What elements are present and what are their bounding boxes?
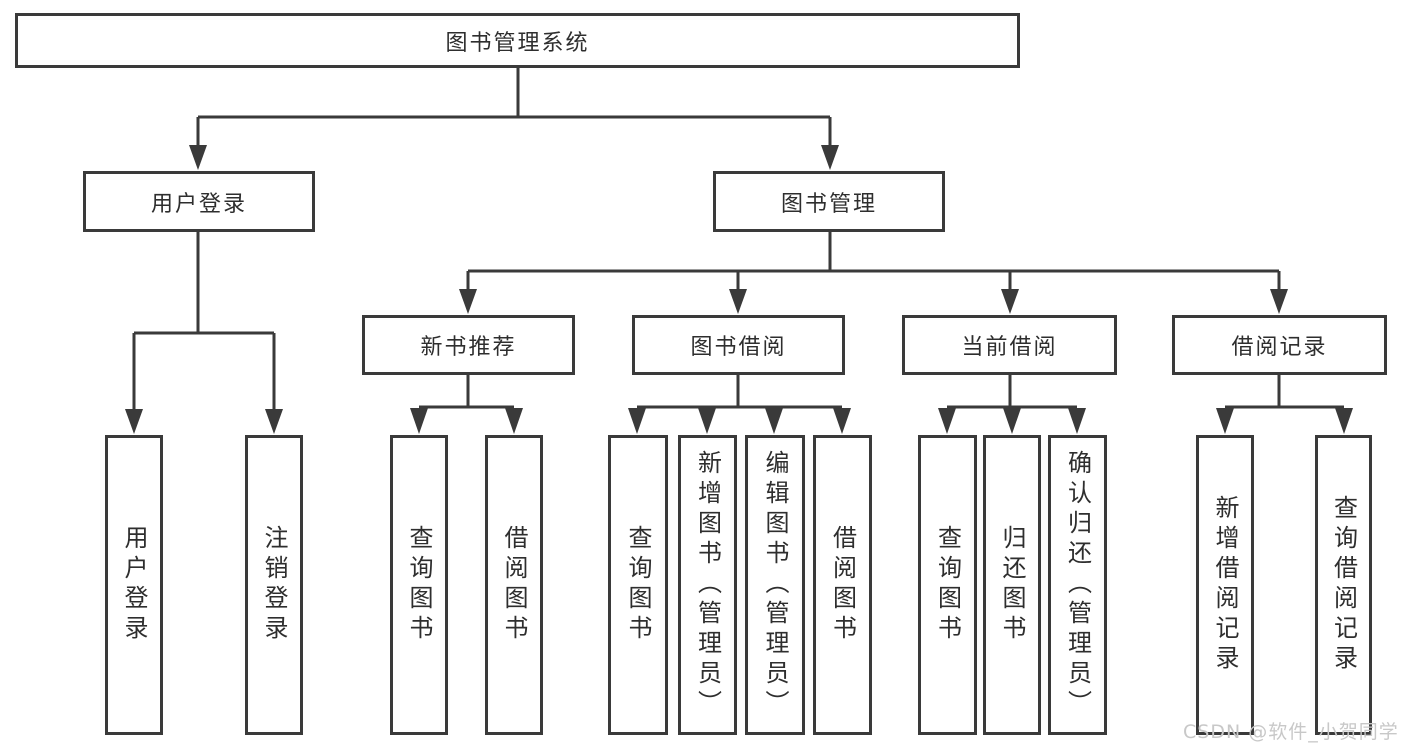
leaf-confirm-return-admin: 确认归还（管理员） xyxy=(1048,435,1107,735)
leaf-add-books-admin-label: 新增图书（管理员） xyxy=(693,450,722,720)
tree-connector-path xyxy=(132,68,1344,410)
arrow-down-icon xyxy=(938,408,956,434)
leaf-borrow-books: 借阅图书 xyxy=(813,435,872,735)
leaf-user-login: 用户登录 xyxy=(105,435,163,735)
arrow-down-icon xyxy=(1001,289,1019,314)
leaf-return-books: 归还图书 xyxy=(983,435,1041,735)
leaf-logout-label: 注销登录 xyxy=(260,525,288,645)
leaf-query-borrow-record: 查询借阅记录 xyxy=(1315,435,1372,735)
arrow-down-icon xyxy=(1216,408,1234,434)
arrow-down-icon xyxy=(1335,408,1353,434)
node-current-borrow-label: 当前借阅 xyxy=(961,335,1058,360)
node-library-system: 图书管理系统 xyxy=(15,13,1020,68)
node-new-book-recommend: 新书推荐 xyxy=(362,315,575,375)
node-borrow-records: 借阅记录 xyxy=(1172,315,1387,375)
node-book-management: 图书管理 xyxy=(713,171,945,232)
leaf-query-borrow-record-label: 查询借阅记录 xyxy=(1329,495,1358,675)
arrow-down-icon xyxy=(505,408,523,434)
leaf-borrow-books-recommend-label: 借阅图书 xyxy=(500,525,528,645)
node-library-system-label: 图书管理系统 xyxy=(445,30,590,56)
arrow-down-icon xyxy=(765,408,783,434)
arrow-down-icon xyxy=(410,408,428,434)
arrow-down-icon xyxy=(821,145,839,170)
leaf-confirm-return-admin-label: 确认归还（管理员） xyxy=(1063,450,1092,720)
csdn-watermark: CSDN @软件_小贺同学 xyxy=(1183,721,1399,743)
leaf-add-borrow-record-label: 新增借阅记录 xyxy=(1211,495,1239,675)
leaf-query-books-borrow: 查询图书 xyxy=(608,435,668,735)
leaf-borrow-books-recommend: 借阅图书 xyxy=(485,435,543,735)
node-user-login: 用户登录 xyxy=(83,171,315,232)
arrow-down-icon xyxy=(729,289,747,314)
arrow-down-icon xyxy=(459,289,477,314)
node-book-borrow: 图书借阅 xyxy=(632,315,845,375)
arrow-down-icon xyxy=(698,408,716,434)
arrow-down-icon xyxy=(628,408,646,434)
leaf-logout: 注销登录 xyxy=(245,435,303,735)
arrow-down-icon xyxy=(833,408,851,434)
arrow-down-icon xyxy=(1003,408,1021,434)
arrow-down-icon xyxy=(189,145,207,170)
node-book-management-label: 图书管理 xyxy=(780,191,877,217)
node-book-borrow-label: 图书借阅 xyxy=(690,335,787,360)
arrow-down-icon xyxy=(1270,289,1288,314)
arrow-down-icon xyxy=(1068,408,1086,434)
leaf-query-books-current: 查询图书 xyxy=(918,435,977,735)
node-user-login-label: 用户登录 xyxy=(150,191,247,217)
leaf-add-borrow-record: 新增借阅记录 xyxy=(1196,435,1254,735)
leaf-query-books-current-label: 查询图书 xyxy=(933,525,962,645)
arrow-down-icon xyxy=(125,409,143,434)
leaf-borrow-books-label: 借阅图书 xyxy=(828,525,857,645)
node-borrow-records-label: 借阅记录 xyxy=(1231,335,1328,360)
arrow-down-icon xyxy=(265,409,283,434)
leaf-edit-books-admin-label: 编辑图书（管理员） xyxy=(761,450,789,720)
node-new-book-recommend-label: 新书推荐 xyxy=(420,335,517,360)
leaf-query-books-recommend-label: 查询图书 xyxy=(405,525,433,645)
leaf-edit-books-admin: 编辑图书（管理员） xyxy=(745,435,805,735)
leaf-add-books-admin: 新增图书（管理员） xyxy=(678,435,737,735)
leaf-user-login-label: 用户登录 xyxy=(120,525,148,645)
leaf-return-books-label: 归还图书 xyxy=(998,525,1026,645)
leaf-query-books-recommend: 查询图书 xyxy=(390,435,448,735)
leaf-query-books-borrow-label: 查询图书 xyxy=(624,525,652,645)
node-current-borrow: 当前借阅 xyxy=(902,315,1117,375)
